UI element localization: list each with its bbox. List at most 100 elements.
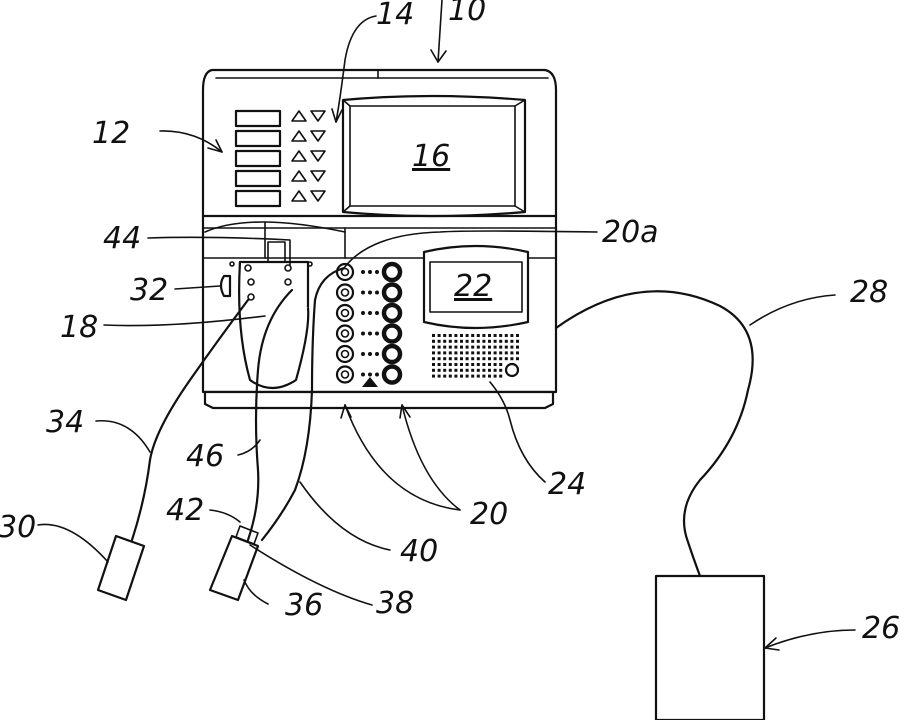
grille-hole xyxy=(516,334,519,337)
label-42: 42 xyxy=(166,493,204,528)
grille-hole xyxy=(466,369,469,372)
grille-hole xyxy=(499,369,502,372)
sensor-probe-36 xyxy=(210,526,258,600)
indicator-dot xyxy=(361,373,365,377)
grille-hole xyxy=(482,334,485,337)
grille-hole xyxy=(454,369,457,372)
label-32: 32 xyxy=(130,273,168,308)
grille-hole xyxy=(499,340,502,343)
grille-hole xyxy=(482,375,485,378)
grille-hole xyxy=(466,334,469,337)
label-20a: 20a xyxy=(602,215,659,250)
grille-hole xyxy=(510,340,513,343)
grille-hole xyxy=(482,357,485,360)
grille-hole xyxy=(449,340,452,343)
grille-hole xyxy=(449,375,452,378)
grille-hole xyxy=(449,351,452,354)
grille-hole xyxy=(471,351,474,354)
grille-hole xyxy=(466,351,469,354)
key-5 xyxy=(236,191,280,206)
indicator-dot xyxy=(375,291,379,295)
grille-hole xyxy=(460,340,463,343)
grille-hole xyxy=(432,357,435,360)
grille-hole xyxy=(477,369,480,372)
grille-hole xyxy=(460,346,463,349)
grille-hole xyxy=(438,340,441,343)
label-36: 36 xyxy=(285,588,323,623)
label-24: 24 xyxy=(548,467,586,502)
indicator-dot xyxy=(368,270,372,274)
grille-hole xyxy=(454,334,457,337)
grille-hole xyxy=(477,375,480,378)
label-22: 22 xyxy=(454,269,492,304)
grille-hole xyxy=(471,363,474,366)
label-38: 38 xyxy=(376,586,414,621)
label-14: 14 xyxy=(376,0,414,32)
indicator-dot xyxy=(361,332,365,336)
grille-hole xyxy=(488,363,491,366)
grille-hole xyxy=(471,375,474,378)
key-4 xyxy=(236,171,280,186)
grille-hole xyxy=(488,369,491,372)
indicator-dot xyxy=(368,332,372,336)
connector-port xyxy=(337,346,353,362)
grille-hole xyxy=(477,346,480,349)
grille-hole xyxy=(505,340,508,343)
grille-hole xyxy=(449,363,452,366)
grille-hole xyxy=(438,351,441,354)
grille-hole xyxy=(466,375,469,378)
grille-hole xyxy=(454,351,457,354)
grille-hole xyxy=(488,334,491,337)
grille-hole xyxy=(516,351,519,354)
grille-hole xyxy=(510,346,513,349)
grille-hole xyxy=(494,340,497,343)
grille-hole xyxy=(460,334,463,337)
latch xyxy=(221,276,230,296)
grille-hole xyxy=(432,346,435,349)
grille-hole xyxy=(494,357,497,360)
grille-hole xyxy=(466,340,469,343)
grille-hole xyxy=(460,369,463,372)
remote-unit xyxy=(656,576,764,720)
grille-hole xyxy=(466,363,469,366)
grille-hole xyxy=(438,346,441,349)
label-16: 16 xyxy=(412,139,450,174)
label-26: 26 xyxy=(862,611,900,646)
grille-hole xyxy=(482,363,485,366)
grille-hole xyxy=(505,346,508,349)
label-30: 30 xyxy=(0,510,36,545)
grille-hole xyxy=(454,357,457,360)
connector-port xyxy=(337,326,353,342)
grille-hole xyxy=(438,334,441,337)
grille-hole xyxy=(454,363,457,366)
grille-hole xyxy=(510,357,513,360)
grille-hole xyxy=(443,357,446,360)
grille-hole xyxy=(443,375,446,378)
label-44: 44 xyxy=(103,221,141,256)
grille-hole xyxy=(477,351,480,354)
grille-hole xyxy=(432,340,435,343)
grille-hole xyxy=(482,346,485,349)
label-18: 18 xyxy=(60,310,98,345)
grille-hole xyxy=(510,351,513,354)
grille-hole xyxy=(488,357,491,360)
grille-hole xyxy=(454,346,457,349)
grille-hole xyxy=(477,357,480,360)
indicator-dot xyxy=(375,352,379,356)
grille-hole xyxy=(471,357,474,360)
indicator-light xyxy=(506,364,518,376)
grille-hole xyxy=(454,375,457,378)
grille-hole xyxy=(432,369,435,372)
grille-hole xyxy=(438,375,441,378)
label-10: 10 xyxy=(448,0,486,28)
grille-hole xyxy=(449,357,452,360)
grille-hole xyxy=(499,363,502,366)
grille-hole xyxy=(454,340,457,343)
grille-hole xyxy=(443,363,446,366)
grille-hole xyxy=(505,351,508,354)
label-20: 20 xyxy=(470,497,508,532)
label-34: 34 xyxy=(46,405,84,440)
grille-hole xyxy=(482,340,485,343)
grille-hole xyxy=(494,334,497,337)
